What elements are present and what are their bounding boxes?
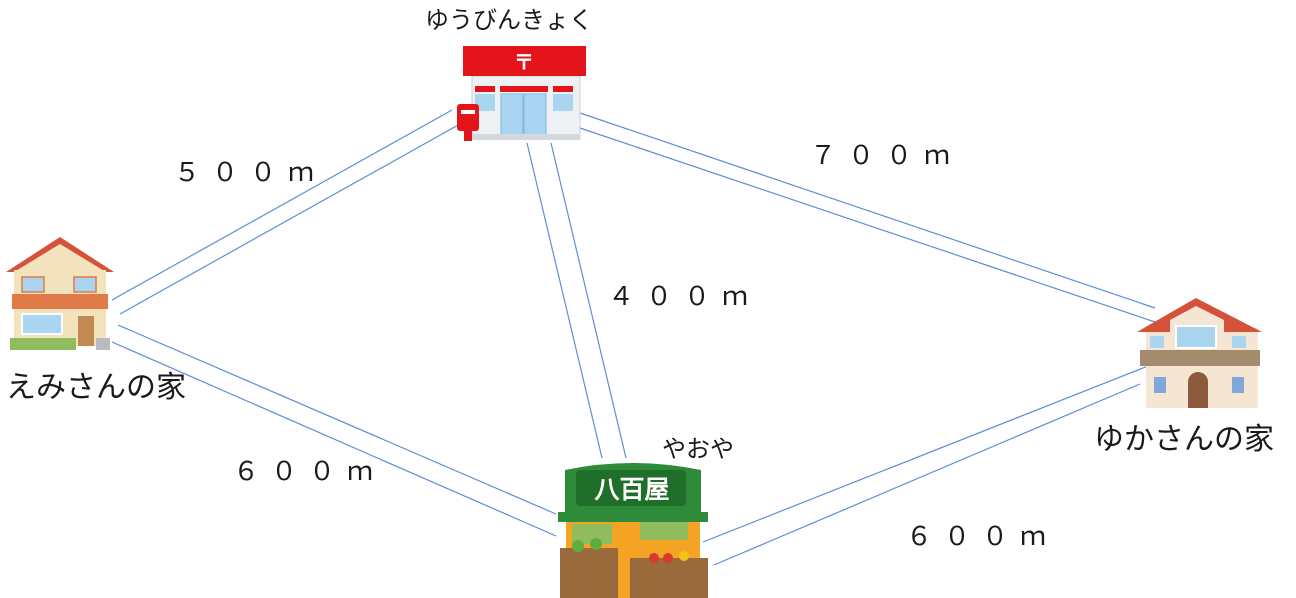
post-office-building: [457, 46, 586, 141]
post-sign-mark: 〒: [514, 50, 534, 74]
distance-emi-to-yaoya: ６００ｍ: [233, 457, 386, 487]
distance-post-to-yaoya: ４００ｍ: [608, 282, 761, 312]
distance-post-to-yuka: ７００ｍ: [810, 141, 963, 171]
yaoya-sign-text: 八百屋: [594, 475, 669, 504]
road-emi-to-post: [111, 109, 461, 315]
road-emi-to-yaoya: [111, 324, 557, 537]
distance-emi-to-post: ５００ｍ: [174, 158, 327, 188]
road-post-to-yaoya: [526, 142, 627, 459]
yuka-house-illustration: [1137, 298, 1262, 408]
emi-house-label: えみさんの家: [6, 370, 186, 405]
yaoya-shop-illustration: [558, 463, 708, 598]
road-yaoya-to-yuka: [702, 365, 1149, 566]
emi-house-illustration: [6, 237, 114, 350]
road-post-to-yuka: [579, 112, 1156, 323]
yaoya-label: やおや: [662, 435, 734, 463]
yuka-house-label: ゆかさんの家: [1094, 422, 1274, 457]
post-office-label: ゆうびんきょく: [425, 6, 593, 34]
distance-yaoya-to-yuka: ６００ｍ: [906, 522, 1059, 552]
mailbox: [457, 104, 479, 141]
